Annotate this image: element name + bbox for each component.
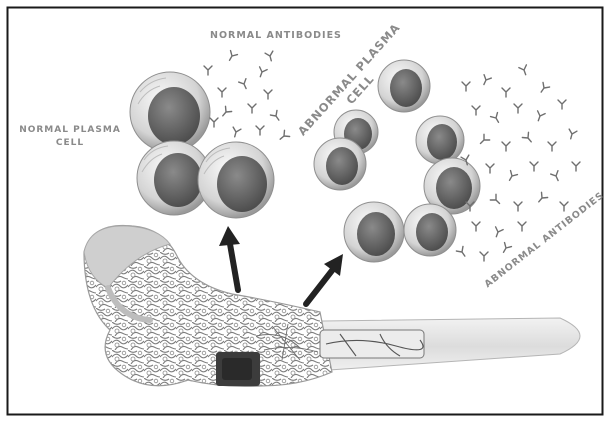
marrow-cavity <box>320 330 424 358</box>
abnormal-plasma-cell <box>404 204 456 256</box>
label-normal-antibodies: NORMAL ANTIBODIES <box>210 30 342 41</box>
normal-plasma-cell <box>198 142 274 218</box>
abnormal-plasma-cell <box>314 138 366 190</box>
label-normal-plasma-line1: NORMAL PLASMA <box>19 125 121 135</box>
normal-plasma-cell <box>130 72 210 152</box>
label-normal-plasma-line2: CELL <box>56 138 84 148</box>
abnormal-plasma-cell <box>378 60 430 112</box>
abnormal-plasma-cell <box>416 116 464 164</box>
abnormal-plasma-cell <box>344 202 404 262</box>
